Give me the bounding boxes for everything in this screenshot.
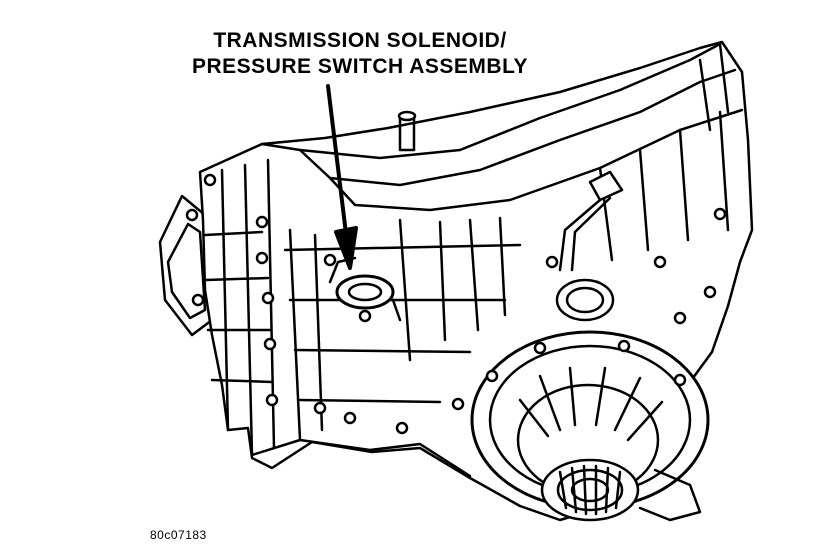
housing-bolts [203,173,727,435]
callout-label: TRANSMISSION SOLENOID/ PRESSURE SWITCH A… [150,28,570,80]
callout-line-1: TRANSMISSION SOLENOID/ [213,29,507,52]
figure-code: 80c07183 [150,528,207,542]
output-flange [470,330,710,522]
case-port [545,255,667,322]
callout-line-2: PRESSURE SWITCH ASSEMBLY [192,55,528,78]
breather-tube [397,110,624,272]
callout-arrow [326,84,358,270]
